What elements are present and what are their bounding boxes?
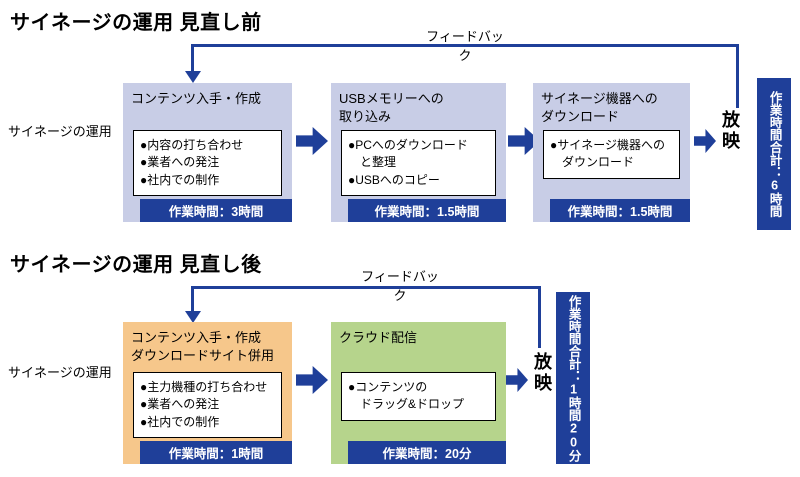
after-side-label: サイネージの運用 (8, 365, 112, 380)
before-feedback-line-right (736, 44, 739, 108)
step-item: ●USBへのコピー (348, 172, 440, 187)
step-item: ●業者への発注 (140, 155, 220, 170)
step-header: コンテンツ入手・作成 (131, 91, 262, 106)
step-detail-box: ●サイネージ機器への ダウンロード (543, 130, 680, 179)
step-detail-box: ●コンテンツの ドラッグ&ドロップ (341, 372, 496, 421)
before-feedback-arrowhead-icon (185, 71, 201, 83)
after-feedback-arrowhead-icon (185, 311, 201, 323)
before-side-label: サイネージの運用 (8, 124, 112, 139)
before-feedback-line-horizontal (191, 44, 739, 47)
flow-arrow-icon (694, 129, 716, 153)
after-feedback-line-right (538, 286, 541, 348)
step-item: ●社内での制作 (140, 172, 220, 187)
before-step-usb-import: USBメモリーへの 取り込み ●PCへのダウンロード と整理 ●USBへのコピー… (331, 83, 506, 222)
step-item-list: ●サイネージ機器への ダウンロード (550, 137, 673, 172)
step-item: ●主力機種の打ち合わせ (140, 380, 268, 394)
step-detail-box: ●主力機種の打ち合わせ ●業者への発注 ●社内での制作 (133, 372, 282, 439)
step-header: USBメモリーへの 取り込み (339, 91, 444, 124)
flow-arrow-icon (506, 368, 528, 392)
flow-arrow-icon (296, 366, 328, 394)
step-header: クラウド配信 (339, 330, 418, 345)
before-title: サイネージの運用 見直し前 (10, 12, 262, 34)
step-item-list: ●主力機種の打ち合わせ ●業者への発注 ●社内での制作 (140, 379, 275, 431)
before-step-content-creation: コンテンツ入手・作成 ●内容の打ち合わせ ●業者への発注 ●社内での制作 作業時… (123, 83, 292, 222)
step-item: ●サイネージ機器への ダウンロード (550, 138, 666, 170)
after-broadcast-label: 放映 (532, 352, 552, 394)
step-item: ●業者への発注 (140, 397, 220, 412)
before-feedback-label: フィードバック (426, 29, 504, 63)
flow-arrow-icon (296, 127, 328, 155)
step-item: ●コンテンツの ドラッグ&ドロップ (348, 380, 465, 412)
after-title: サイネージの運用 見直し後 (10, 254, 262, 276)
step-time-bar: 作業時間：1時間 (140, 441, 292, 464)
step-time-bar: 作業時間：1.5時間 (348, 199, 506, 222)
after-feedback-line-left (191, 286, 194, 312)
step-time-bar: 作業時間：1.5時間 (550, 199, 690, 222)
step-time-bar: 作業時間：3時間 (140, 199, 292, 222)
step-header: コンテンツ入手・作成 ダウンロードサイト併用 (131, 330, 275, 363)
after-step-content-creation: コンテンツ入手・作成 ダウンロードサイト併用 ●主力機種の打ち合わせ ●業者への… (123, 322, 292, 464)
step-item: ●内容の打ち合わせ (140, 138, 244, 152)
step-item: ●PCへのダウンロード と整理 (348, 138, 468, 170)
step-header: サイネージ機器への ダウンロード (541, 91, 658, 124)
step-item: ●社内での制作 (140, 414, 220, 429)
step-item-list: ●内容の打ち合わせ ●業者への発注 ●社内での制作 (140, 137, 275, 189)
step-time-bar: 作業時間：20分 (348, 441, 506, 464)
step-detail-box: ●内容の打ち合わせ ●業者への発注 ●社内での制作 (133, 130, 282, 197)
after-feedback-label: フィードバック (361, 269, 439, 303)
step-item-list: ●PCへのダウンロード と整理 ●USBへのコピー (348, 137, 489, 189)
before-step-device-download: サイネージ機器への ダウンロード ●サイネージ機器への ダウンロード 作業時間：… (533, 83, 690, 222)
after-total-time-bar: 作業時間合計：1時間20分 (556, 292, 590, 464)
after-feedback-line-horizontal (191, 286, 541, 289)
before-broadcast-label: 放映 (720, 110, 740, 152)
after-step-cloud-delivery: クラウド配信 ●コンテンツの ドラッグ&ドロップ 作業時間：20分 (331, 322, 506, 464)
step-item-list: ●コンテンツの ドラッグ&ドロップ (348, 379, 489, 414)
before-feedback-line-left (191, 44, 194, 72)
before-total-time-bar: 作業時間合計：6時間 (757, 78, 791, 230)
step-detail-box: ●PCへのダウンロード と整理 ●USBへのコピー (341, 130, 496, 197)
